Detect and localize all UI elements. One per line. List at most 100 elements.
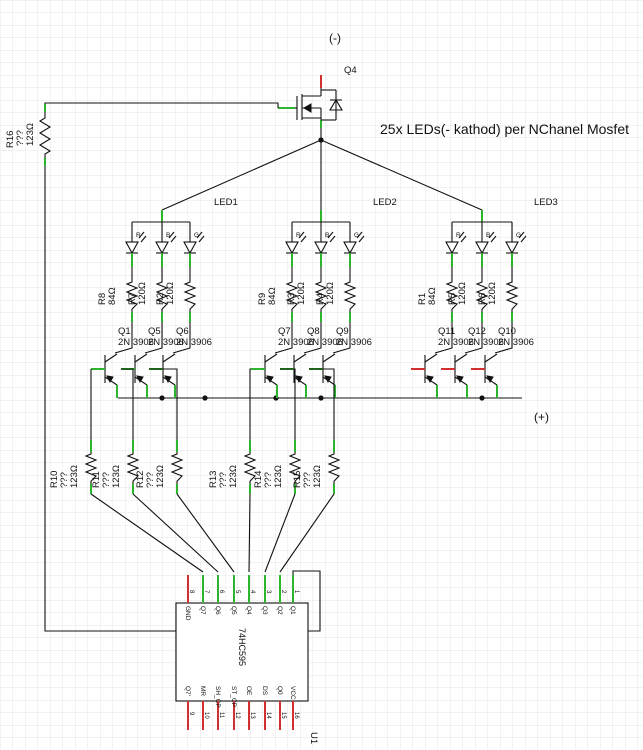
resistor-r16[interactable]: R16 ??? 123Ω xyxy=(5,104,52,166)
chip-pin-number: 14 xyxy=(265,712,271,719)
led-channel-label: B xyxy=(166,232,170,239)
transistor-part: 2N 3906 xyxy=(307,337,343,348)
led-group-1[interactable]: LED1 xyxy=(125,197,238,267)
transistor-part: 2N 3906 xyxy=(438,337,474,348)
resistor-r11[interactable]: R11???123Ω xyxy=(91,368,219,573)
chip-pin-label: Q0 xyxy=(276,686,283,695)
resistor-ref: R7 xyxy=(127,293,138,305)
resistor-r14[interactable]: R14???123Ω xyxy=(253,368,302,573)
chip-pin-label: GND xyxy=(184,606,191,621)
resistor-r10[interactable]: R10??? 123Ω xyxy=(49,369,204,573)
mosfet-q4-ref: Q4 xyxy=(344,65,357,76)
transistor-ref: Q10 xyxy=(498,326,516,337)
led-group-2[interactable]: LED2 xyxy=(285,197,397,267)
chip-pin-number: 5 xyxy=(234,590,240,594)
led-groups: LED1 LED2 LED3 xyxy=(125,197,558,267)
resistor-value: 123Ω xyxy=(69,465,80,488)
led-group-label: LED3 xyxy=(534,197,558,208)
title-text: 25x LEDs(- kathod) per NChanel Mosfet xyxy=(380,121,629,137)
led-channel-label: B xyxy=(325,232,329,239)
chip-pin-label: OE xyxy=(245,686,252,696)
led-channel-label: G xyxy=(194,232,199,239)
led-channel-label: R xyxy=(456,232,461,239)
mosfet-q4[interactable]: Q4 xyxy=(278,65,357,128)
r16-part: ??? xyxy=(15,130,26,146)
resistor-ref: R1 xyxy=(417,293,428,305)
resistor-ref: R10 xyxy=(49,471,60,488)
resistor-ref: R3 xyxy=(286,293,297,305)
wiring xyxy=(44,102,522,632)
resistor-r13[interactable]: R13???123Ω xyxy=(208,368,257,573)
resistor-value: 120Ω xyxy=(296,282,307,305)
led-group-3[interactable]: LED3 xyxy=(445,197,558,267)
chip-pin-label: Q6 xyxy=(214,606,221,615)
resistor-ref: R8 xyxy=(97,293,108,305)
transistor-part: 2N 3906 xyxy=(176,337,212,348)
chip-pin-number: 8 xyxy=(188,590,194,594)
resistor-value: 123Ω xyxy=(228,465,239,488)
transistor-ref: Q8 xyxy=(307,326,320,337)
resistor-part: ??? xyxy=(302,472,313,488)
supply-minus-label: (-) xyxy=(329,31,341,45)
resistor-r15[interactable]: R15???123Ω xyxy=(279,368,341,573)
transistor-part: 2N 3906 xyxy=(336,337,372,348)
chip-pin-label: MR xyxy=(199,686,206,696)
chip-pin-number: 11 xyxy=(218,712,224,719)
resistor-value: 120Ω xyxy=(137,282,148,305)
transistor-part: 2N 3906 xyxy=(498,337,534,348)
resistor-value: 120Ω xyxy=(457,282,468,305)
resistor-part: ??? xyxy=(145,472,156,488)
r16-ref: R16 xyxy=(5,131,16,148)
resistor-ref: R11 xyxy=(91,471,102,488)
chip-pin-number: 16 xyxy=(293,712,299,719)
shift-register-u1[interactable]: 74HC595 U1 GND8Q77Q66Q55Q44Q33Q22Q11Q7'9… xyxy=(175,575,319,744)
chip-pin-number: 15 xyxy=(280,712,286,719)
chip-pin-number: 12 xyxy=(234,712,240,719)
chip-pin-label: Q7' xyxy=(184,686,191,696)
transistor-part: 2N 3906 xyxy=(148,337,184,348)
chip-pins: GND8Q77Q66Q55Q44Q33Q22Q11Q7'9MR10SH_CP11… xyxy=(184,575,299,730)
chip-pin-label: Q3 xyxy=(261,606,268,615)
chip-pin-number: 2 xyxy=(280,590,286,594)
r16-value: 123Ω xyxy=(25,123,36,146)
resistor-ref: R15 xyxy=(292,471,303,488)
transistor-ref: Q9 xyxy=(336,326,349,337)
chip-pin-label: Q2 xyxy=(276,606,283,615)
resistor-value: 120Ω xyxy=(487,282,498,305)
transistor-ref: Q12 xyxy=(468,326,486,337)
resistor-part: ??? xyxy=(218,472,229,488)
resistor-part: ??? xyxy=(263,472,274,488)
transistor-ref: Q1 xyxy=(118,326,131,337)
chip-pin-number: 1 xyxy=(293,590,299,594)
chip-ref: U1 xyxy=(308,732,319,744)
chip-pin-number: 6 xyxy=(218,590,224,594)
resistor-ref: R4 xyxy=(315,293,326,305)
chip-pin-number: 9 xyxy=(188,712,194,716)
chip-pin-number: 4 xyxy=(249,590,255,594)
chip-pin-number: 7 xyxy=(203,590,209,594)
chip-pin-label: Q7 xyxy=(199,606,206,615)
resistor-ref: R6 xyxy=(477,293,488,305)
resistor-ref: R12 xyxy=(135,471,146,488)
chip-pin-label: SH_CP xyxy=(214,686,221,708)
resistor-r12[interactable]: R12???123Ω xyxy=(135,368,235,573)
chip-pin-number: 10 xyxy=(203,712,209,719)
resistor-value: 123Ω xyxy=(312,465,323,488)
